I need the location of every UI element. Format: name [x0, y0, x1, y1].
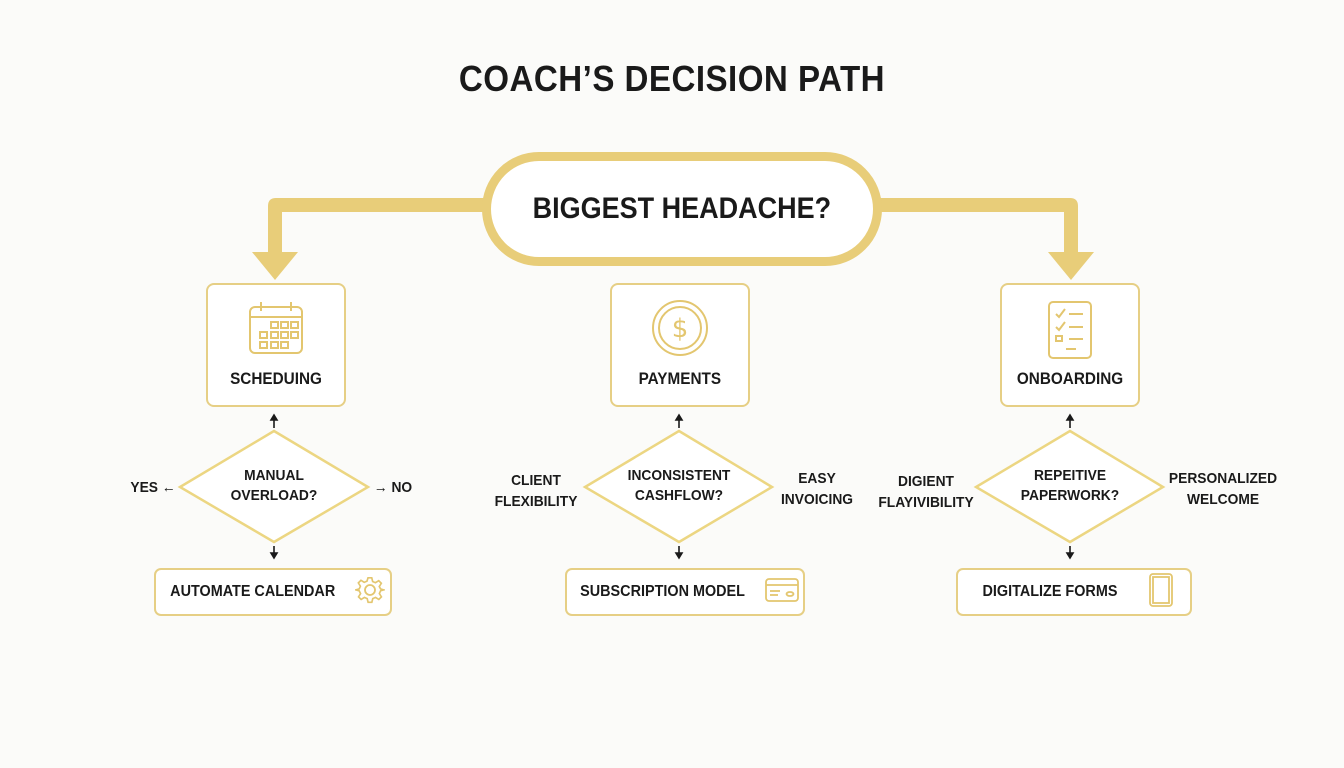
option-personalized-welcome: PERSONALIZED WELCOME [1167, 468, 1279, 510]
checklist-icon [1046, 299, 1094, 366]
credit-card-icon [764, 577, 799, 607]
option-line-2: WELCOME [1186, 491, 1260, 508]
option-easy-invoicing: EASY INVOICING [775, 468, 860, 510]
decision-line-1: MANUAL [244, 467, 304, 484]
svg-text:$: $ [672, 314, 689, 344]
option-line-1: CLIENT [511, 472, 561, 489]
decision-diamond-payments [582, 429, 775, 544]
option-digient-flayivibility: DIGIENT FLAYIVIBILITY [876, 471, 975, 513]
outcome-automate-calendar: AUTOMATE CALENDAR [154, 568, 392, 616]
decision-line-2: CASHFLOW? [634, 487, 724, 504]
decision-question-onboarding: REPEITIVE PAPERWORK? [1001, 466, 1139, 506]
category-node-scheduling: SCHEDUING [206, 283, 346, 407]
tablet-icon [1149, 572, 1173, 612]
option-line-2: FLAYIVIBILITY [878, 494, 974, 511]
option-line-2: INVOICING [780, 491, 854, 508]
category-node-onboarding: ONBOARDING [1000, 283, 1140, 407]
outcome-label: AUTOMATE CALENDAR [170, 583, 336, 600]
root-question-label: BIGGEST HEADACHE? [532, 192, 832, 225]
decision-line-1: INCONSISTENT [627, 467, 731, 484]
dollar-coin-icon: $ [651, 299, 709, 362]
category-label: PAYMENTS [638, 369, 722, 388]
decision-diamond-scheduling [177, 429, 371, 544]
decision-question-payments: INCONSISTENT CASHFLOW? [610, 466, 748, 506]
decision-line-2: PAPERWORK? [1020, 487, 1120, 504]
left-branch-arrow [252, 198, 486, 280]
decision-question-scheduling: MANUAL OVERLOAD? [210, 466, 339, 506]
option-line-2: FLEXIBILITY [494, 493, 578, 510]
page-title: COACH’S DECISION PATH [458, 58, 886, 99]
option-line-1: YES ← [130, 479, 176, 496]
gear-icon [352, 575, 387, 610]
option-client-flexibility: CLIENT FLEXIBILITY [490, 470, 582, 512]
right-branch-arrow [878, 198, 1094, 280]
decision-line-1: REPEITIVE [1033, 467, 1107, 484]
root-question-node: BIGGEST HEADACHE? [482, 152, 882, 266]
outcome-digitalize-forms: DIGITALIZE FORMS [956, 568, 1192, 616]
option-yes-label: YES ← [121, 477, 185, 498]
category-label: SCHEDUING [230, 369, 322, 388]
option-line-1: DIGIENT [898, 473, 954, 490]
decision-line-2: OVERLOAD? [230, 487, 318, 504]
option-no-label: → NO [365, 477, 420, 498]
option-line-1: PERSONALIZED [1168, 470, 1278, 487]
outcome-label: SUBSCRIPTION MODEL [580, 583, 746, 600]
outcome-label: DIGITALIZE FORMS [982, 583, 1118, 600]
outcome-subscription-model: SUBSCRIPTION MODEL [565, 568, 805, 616]
calendar-icon [247, 299, 305, 362]
decision-diamond-onboarding [973, 429, 1166, 544]
category-label: ONBOARDING [1016, 369, 1124, 388]
category-node-payments: $ PAYMENTS [610, 283, 750, 407]
option-line-1: → NO [373, 479, 413, 496]
option-line-1: EASY [798, 470, 836, 487]
